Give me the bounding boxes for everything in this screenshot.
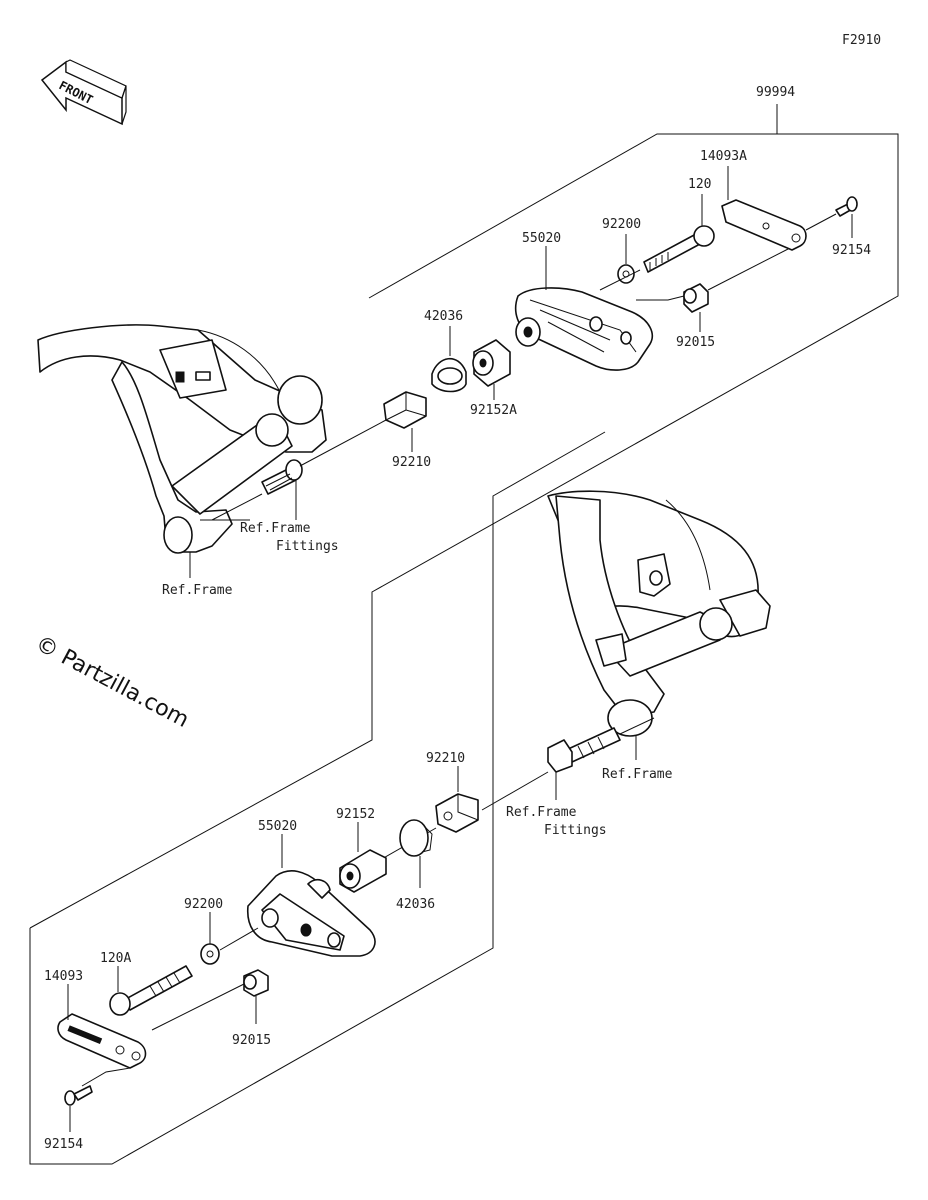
upper-washer-42036 xyxy=(431,357,467,393)
lower-plate-axis xyxy=(81,1067,131,1087)
lower-label-92210: 92210 xyxy=(426,751,465,766)
upper-label-55020: 55020 xyxy=(522,231,561,246)
lower-axis-line-2 xyxy=(481,771,549,811)
lower-label-ref-frame-fittings-1: Ref.Frame xyxy=(506,805,577,820)
upper-screw-axis xyxy=(805,213,837,231)
lower-label-55020: 55020 xyxy=(258,819,297,834)
upper-spacer-92152A xyxy=(472,339,511,387)
upper-label-92015: 92015 xyxy=(676,335,715,350)
upper-frame xyxy=(37,324,327,554)
kit-label: 99994 xyxy=(756,85,795,100)
upper-screw-92154 xyxy=(835,196,858,217)
upper-bolt-120 xyxy=(643,225,715,273)
lower-label-120A: 120A xyxy=(100,951,131,966)
upper-label-92154: 92154 xyxy=(832,243,871,258)
upper-label-92200: 92200 xyxy=(602,217,641,232)
lower-label-92015: 92015 xyxy=(232,1033,271,1048)
upper-92015-axis-2 xyxy=(707,247,791,291)
lower-kit-outline xyxy=(29,431,606,1165)
lower-frame xyxy=(547,490,771,737)
upper-label-120: 120 xyxy=(688,177,711,192)
lower-collar-92210 xyxy=(435,793,479,833)
lower-label-92152: 92152 xyxy=(336,807,375,822)
upper-label-ref-frame-fittings-2: Fittings xyxy=(276,539,339,554)
upper-collar-92210 xyxy=(383,391,427,429)
upper-label-ref-frame-fittings-1: Ref.Frame xyxy=(240,521,311,536)
upper-kit-outline xyxy=(29,133,899,929)
lower-label-ref-frame-fittings-2: Fittings xyxy=(544,823,607,838)
lower-92015-axis xyxy=(151,983,245,1031)
upper-label-ref-frame: Ref.Frame xyxy=(162,583,233,598)
lower-label-ref-frame: Ref.Frame xyxy=(602,767,673,782)
lower-label-42036: 42036 xyxy=(396,897,435,912)
lower-frame-fitting-bolt xyxy=(547,727,621,773)
upper-bolt-axis xyxy=(599,269,641,291)
lower-slider-55020 xyxy=(247,870,376,957)
lower-label-92154: 92154 xyxy=(44,1137,83,1152)
lower-washer-92200 xyxy=(200,943,220,965)
upper-axis-line-2 xyxy=(211,493,263,521)
front-arrow-icon: FRONT xyxy=(40,59,127,126)
upper-label-92152A: 92152A xyxy=(470,403,517,418)
lower-label-14093: 14093 xyxy=(44,969,83,984)
upper-92015-axis xyxy=(636,295,685,301)
upper-collar-92015 xyxy=(683,283,709,313)
lower-label-92200: 92200 xyxy=(184,897,223,912)
upper-label-14093A: 14093A xyxy=(700,149,747,164)
upper-frame-fitting-bolt xyxy=(261,459,303,495)
upper-axis-line xyxy=(299,419,387,467)
upper-plate-14093A xyxy=(721,199,807,251)
watermark: © Partzilla.com xyxy=(31,631,193,733)
lower-bolt-120A xyxy=(109,965,193,1016)
lower-plate-14093 xyxy=(57,1013,147,1069)
figure-code: F2910 xyxy=(842,33,881,48)
lower-washer-42036 xyxy=(399,819,433,857)
lower-slider-axis xyxy=(219,927,259,951)
lower-axis-line xyxy=(619,717,655,735)
upper-slider-55020 xyxy=(514,287,654,371)
lower-screw-92154 xyxy=(64,1085,93,1106)
upper-label-42036: 42036 xyxy=(424,309,463,324)
upper-label-92210: 92210 xyxy=(392,455,431,470)
lower-collar-92015 xyxy=(243,969,269,997)
lower-spacer-92152 xyxy=(339,849,387,893)
